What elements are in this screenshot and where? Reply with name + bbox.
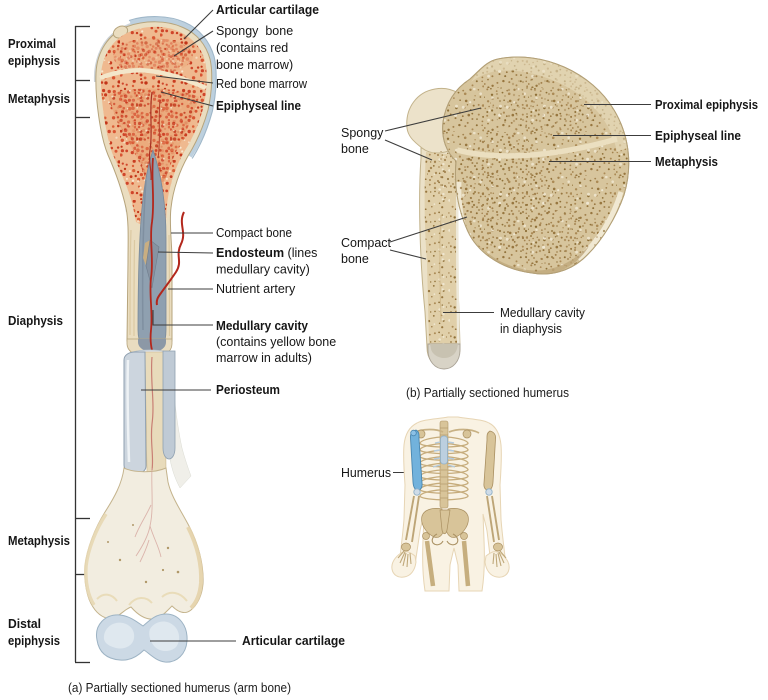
svg-text:Distal: Distal bbox=[8, 617, 41, 631]
svg-text:Endosteum (lines: Endosteum (lines bbox=[216, 246, 317, 260]
svg-text:bone: bone bbox=[341, 142, 369, 156]
svg-text:Metaphysis: Metaphysis bbox=[655, 155, 718, 169]
svg-text:marrow in adults): marrow in adults) bbox=[216, 351, 312, 365]
svg-text:Compact bone: Compact bone bbox=[216, 226, 292, 240]
svg-text:Metaphysis: Metaphysis bbox=[8, 92, 70, 106]
svg-text:(a) Partially sectioned humeru: (a) Partially sectioned humerus (arm bon… bbox=[68, 681, 291, 695]
svg-text:Medullary cavity: Medullary cavity bbox=[216, 319, 308, 333]
svg-text:Metaphysis: Metaphysis bbox=[8, 534, 70, 548]
svg-text:in diaphysis: in diaphysis bbox=[500, 322, 562, 336]
svg-text:(contains red: (contains red bbox=[216, 41, 288, 55]
svg-text:Articular cartilage: Articular cartilage bbox=[216, 3, 319, 17]
svg-text:Spongy bone: Spongy bone bbox=[216, 24, 293, 38]
svg-text:Nutrient artery: Nutrient artery bbox=[216, 282, 296, 296]
svg-text:medullary cavity): medullary cavity) bbox=[216, 263, 310, 277]
svg-text:Proximal epiphysis: Proximal epiphysis bbox=[655, 98, 758, 112]
svg-text:Medullary cavity: Medullary cavity bbox=[500, 306, 586, 320]
svg-text:Epiphyseal line: Epiphyseal line bbox=[216, 99, 301, 113]
svg-text:(contains yellow bone: (contains yellow bone bbox=[216, 335, 336, 349]
svg-text:bone marrow): bone marrow) bbox=[216, 58, 293, 72]
svg-text:epiphysis: epiphysis bbox=[8, 634, 60, 648]
svg-text:Red bone marrow: Red bone marrow bbox=[216, 77, 308, 91]
svg-text:Epiphyseal line: Epiphyseal line bbox=[655, 129, 741, 143]
svg-text:epiphysis: epiphysis bbox=[8, 54, 60, 68]
svg-text:bone: bone bbox=[341, 252, 369, 266]
svg-text:Proximal: Proximal bbox=[8, 37, 56, 51]
svg-text:Diaphysis: Diaphysis bbox=[8, 314, 63, 328]
svg-text:Humerus: Humerus bbox=[341, 466, 391, 480]
svg-text:Articular cartilage: Articular cartilage bbox=[242, 634, 345, 648]
svg-text:Compact: Compact bbox=[341, 236, 392, 250]
svg-text:Periosteum: Periosteum bbox=[216, 383, 280, 397]
svg-text:(b) Partially sectioned humeru: (b) Partially sectioned humerus bbox=[406, 386, 569, 400]
svg-text:Spongy: Spongy bbox=[341, 126, 384, 140]
